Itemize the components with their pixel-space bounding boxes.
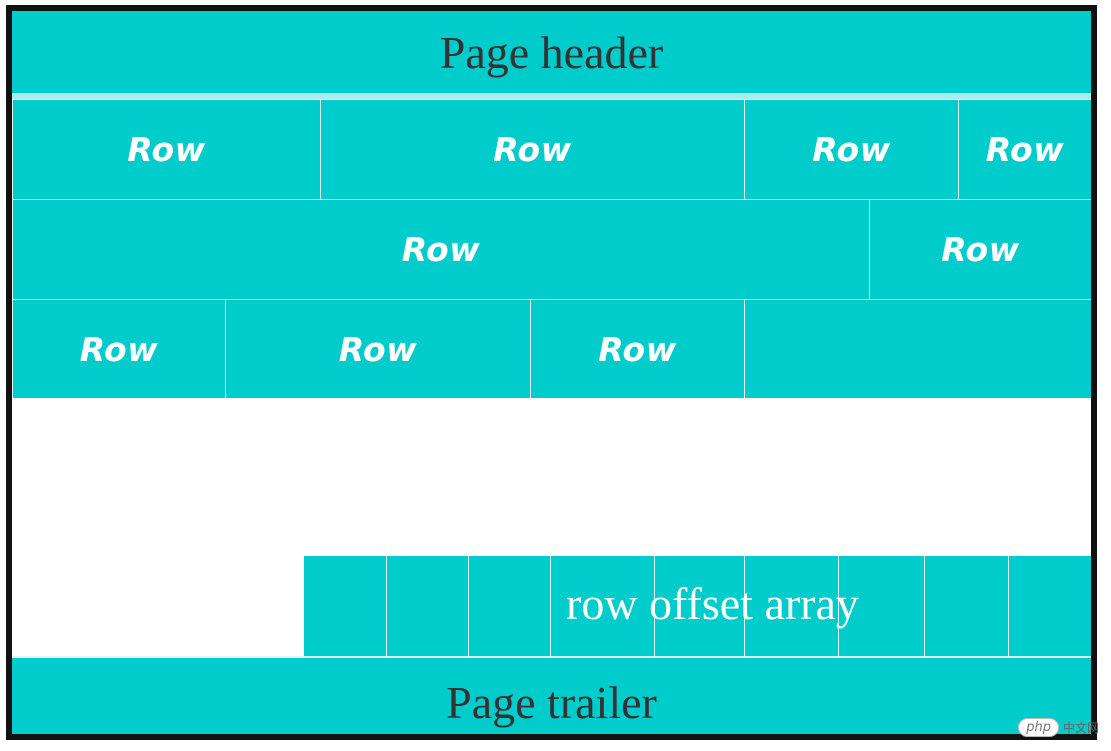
row-label: Row <box>493 130 572 169</box>
page-header-label: Page header <box>439 26 664 78</box>
page-frame: Page header Row Row Row Row Row Row Row … <box>6 5 1097 740</box>
watermark-logo: php <box>1018 718 1059 737</box>
row-1-4: Row <box>958 99 1091 199</box>
row-label: Row <box>985 130 1065 169</box>
row-label: Row <box>941 230 1020 269</box>
row-3-empty <box>744 299 1091 398</box>
row-2-2: Row <box>869 199 1091 299</box>
row-label: Row <box>79 329 159 369</box>
row-label: Row <box>127 130 206 169</box>
offset-slot-divider <box>550 556 551 656</box>
row-label: Row <box>401 230 481 269</box>
page-trailer-label: Page trailer <box>446 676 657 728</box>
row-label: Row <box>812 130 891 169</box>
row-3-1: Row <box>12 299 225 398</box>
row-1-3: Row <box>744 99 958 199</box>
row-1-1: Row <box>12 99 320 199</box>
row-offset-array-label: row offset array <box>566 578 859 629</box>
offset-slot-divider <box>924 556 925 656</box>
offset-slot-divider <box>744 556 745 656</box>
watermark-site: 中文网 <box>1062 721 1099 735</box>
row-offset-array: row offset array <box>304 556 1091 656</box>
row-3-2: Row <box>225 299 530 398</box>
row-label: Row <box>598 329 677 369</box>
offset-slot-divider <box>838 556 839 656</box>
watermark: php 中文网 <box>1018 718 1099 737</box>
offset-slot-divider <box>468 556 469 656</box>
offset-slot-divider <box>386 556 387 656</box>
offset-slot-divider <box>1008 556 1009 656</box>
row-1-2: Row <box>320 99 744 199</box>
row-label: Row <box>338 329 418 369</box>
row-2-1: Row <box>12 199 869 299</box>
header-separator <box>12 93 1091 99</box>
page-header: Page header <box>12 11 1091 93</box>
row-3-3: Row <box>530 299 744 398</box>
offset-slot-divider <box>654 556 655 656</box>
page-trailer: Page trailer <box>12 656 1091 734</box>
